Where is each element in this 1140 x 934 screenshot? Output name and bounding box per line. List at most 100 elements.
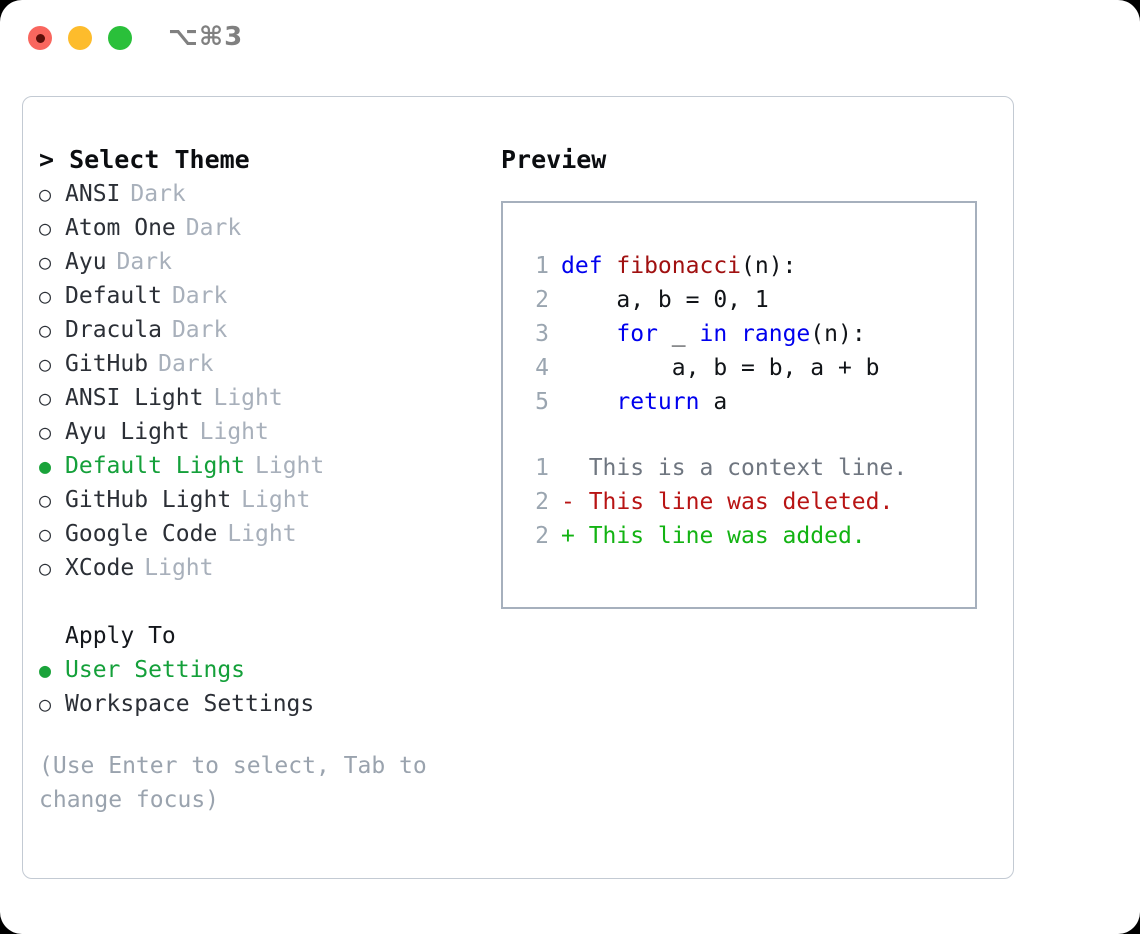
keyboard-shortcut-label: ⌥⌘3 bbox=[168, 22, 244, 52]
radio-selected-icon: ● bbox=[39, 658, 52, 682]
radio-unselected-icon: ○ bbox=[39, 318, 52, 342]
theme-kind-label: Light bbox=[199, 419, 269, 445]
code-token: (n): bbox=[741, 253, 797, 279]
radio-unselected-icon: ○ bbox=[39, 420, 52, 444]
code-token: for bbox=[616, 321, 658, 347]
code-token: a, b = b, a + b bbox=[561, 355, 880, 381]
theme-kind-label: Dark bbox=[185, 215, 242, 241]
code-text: for _ in range(n): bbox=[561, 317, 866, 351]
code-token: a, b = 0, 1 bbox=[561, 287, 769, 313]
theme-list-item[interactable]: ○ Google Code Light bbox=[39, 517, 479, 551]
code-token: return bbox=[616, 389, 700, 415]
theme-name: Atom One bbox=[65, 215, 176, 241]
code-line: 4 a, b = b, a + b bbox=[515, 351, 880, 385]
code-token bbox=[561, 389, 616, 415]
theme-kind-label: Light bbox=[144, 555, 214, 581]
zoom-button[interactable] bbox=[108, 26, 132, 50]
theme-name: ANSI bbox=[65, 181, 121, 207]
apply-to-item[interactable]: ○ Workspace Settings bbox=[39, 687, 479, 721]
theme-name: Ayu bbox=[65, 249, 107, 275]
theme-kind-label: Light bbox=[213, 385, 283, 411]
apply-to-item[interactable]: ● User Settings bbox=[39, 653, 479, 687]
theme-name: GitHub bbox=[65, 351, 149, 377]
theme-name: Dracula bbox=[65, 317, 162, 343]
code-line: 2 a, b = 0, 1 bbox=[515, 283, 880, 317]
radio-unselected-icon: ○ bbox=[39, 522, 52, 546]
code-token bbox=[561, 321, 616, 347]
radio-unselected-icon: ○ bbox=[39, 352, 52, 376]
diff-text: - This line was deleted. bbox=[561, 489, 894, 515]
radio-unselected-icon: ○ bbox=[39, 386, 52, 410]
keyboard-hint: (Use Enter to select, Tab to change focu… bbox=[39, 753, 427, 813]
code-text: a, b = b, a + b bbox=[561, 351, 880, 385]
line-number: 4 bbox=[535, 355, 549, 381]
apply-to-label: Workspace Settings bbox=[65, 691, 315, 717]
close-button[interactable] bbox=[28, 26, 52, 50]
radio-selected-icon: ● bbox=[39, 454, 52, 478]
apply-to-list[interactable]: ● User Settings ○ Workspace Settings bbox=[39, 653, 479, 721]
diff-line: 2 - This line was deleted. bbox=[515, 485, 907, 519]
code-text: return a bbox=[561, 385, 727, 419]
theme-kind-label: Dark bbox=[130, 181, 186, 207]
theme-kind-label: Dark bbox=[171, 317, 228, 343]
theme-kind-label: Dark bbox=[116, 249, 172, 275]
code-line: 1 def fibonacci(n): bbox=[515, 249, 880, 283]
theme-kind-label: Dark bbox=[158, 351, 214, 377]
theme-name: ANSI Light bbox=[65, 385, 204, 411]
theme-name: Ayu Light bbox=[65, 419, 190, 445]
list-spacer bbox=[39, 585, 479, 619]
minimize-button[interactable] bbox=[68, 26, 92, 50]
apply-to-label: User Settings bbox=[65, 657, 246, 683]
page-title: > Select Theme bbox=[39, 145, 250, 174]
radio-unselected-icon: ○ bbox=[39, 284, 52, 308]
code-text: a, b = 0, 1 bbox=[561, 283, 769, 317]
apply-to-title: Apply To bbox=[65, 623, 176, 649]
theme-list-item[interactable]: ○ ANSI Dark bbox=[39, 177, 479, 211]
line-number: 1 bbox=[535, 253, 549, 279]
code-token: fibonacci bbox=[616, 253, 742, 279]
theme-list-item[interactable]: ○ ANSI Light Light bbox=[39, 381, 479, 415]
code-token: _ bbox=[657, 321, 700, 347]
line-number: 2 bbox=[535, 489, 549, 515]
theme-name: Default Light bbox=[65, 453, 246, 479]
theme-name: Default bbox=[65, 283, 162, 309]
titlebar: ⌥⌘3 bbox=[0, 0, 1140, 76]
radio-unselected-icon: ○ bbox=[39, 556, 52, 580]
code-text: def fibonacci(n): bbox=[561, 249, 796, 283]
code-token bbox=[727, 321, 741, 347]
theme-kind-label: Light bbox=[241, 487, 311, 513]
diff-line: 2+ This line was added. bbox=[515, 519, 907, 553]
code-token: range bbox=[741, 321, 811, 347]
code-token: (n): bbox=[810, 321, 866, 347]
code-token: def bbox=[561, 253, 617, 279]
code-line: 5 return a bbox=[515, 385, 880, 419]
diff-text: This is a context line. bbox=[561, 455, 908, 481]
diff-line: 1 This is a context line. bbox=[515, 451, 907, 485]
code-token: a bbox=[699, 389, 728, 415]
line-number: 2 bbox=[535, 523, 549, 549]
radio-unselected-icon: ○ bbox=[39, 182, 52, 206]
theme-kind-label: Light bbox=[227, 521, 297, 547]
radio-unselected-icon: ○ bbox=[39, 488, 52, 512]
theme-list-item[interactable]: ○ Default Dark bbox=[39, 279, 479, 313]
line-number: 2 bbox=[535, 287, 549, 313]
theme-list-item[interactable]: ○ Ayu Light Light bbox=[39, 415, 479, 449]
theme-list-item[interactable]: ○ Dracula Dark bbox=[39, 313, 479, 347]
line-number: 5 bbox=[535, 389, 549, 415]
theme-name: Google Code bbox=[65, 521, 218, 547]
theme-kind-label: Dark bbox=[171, 283, 228, 309]
line-number: 3 bbox=[535, 321, 549, 347]
theme-list-item[interactable]: ○ GitHub Dark bbox=[39, 347, 479, 381]
radio-unselected-icon: ○ bbox=[39, 692, 52, 716]
